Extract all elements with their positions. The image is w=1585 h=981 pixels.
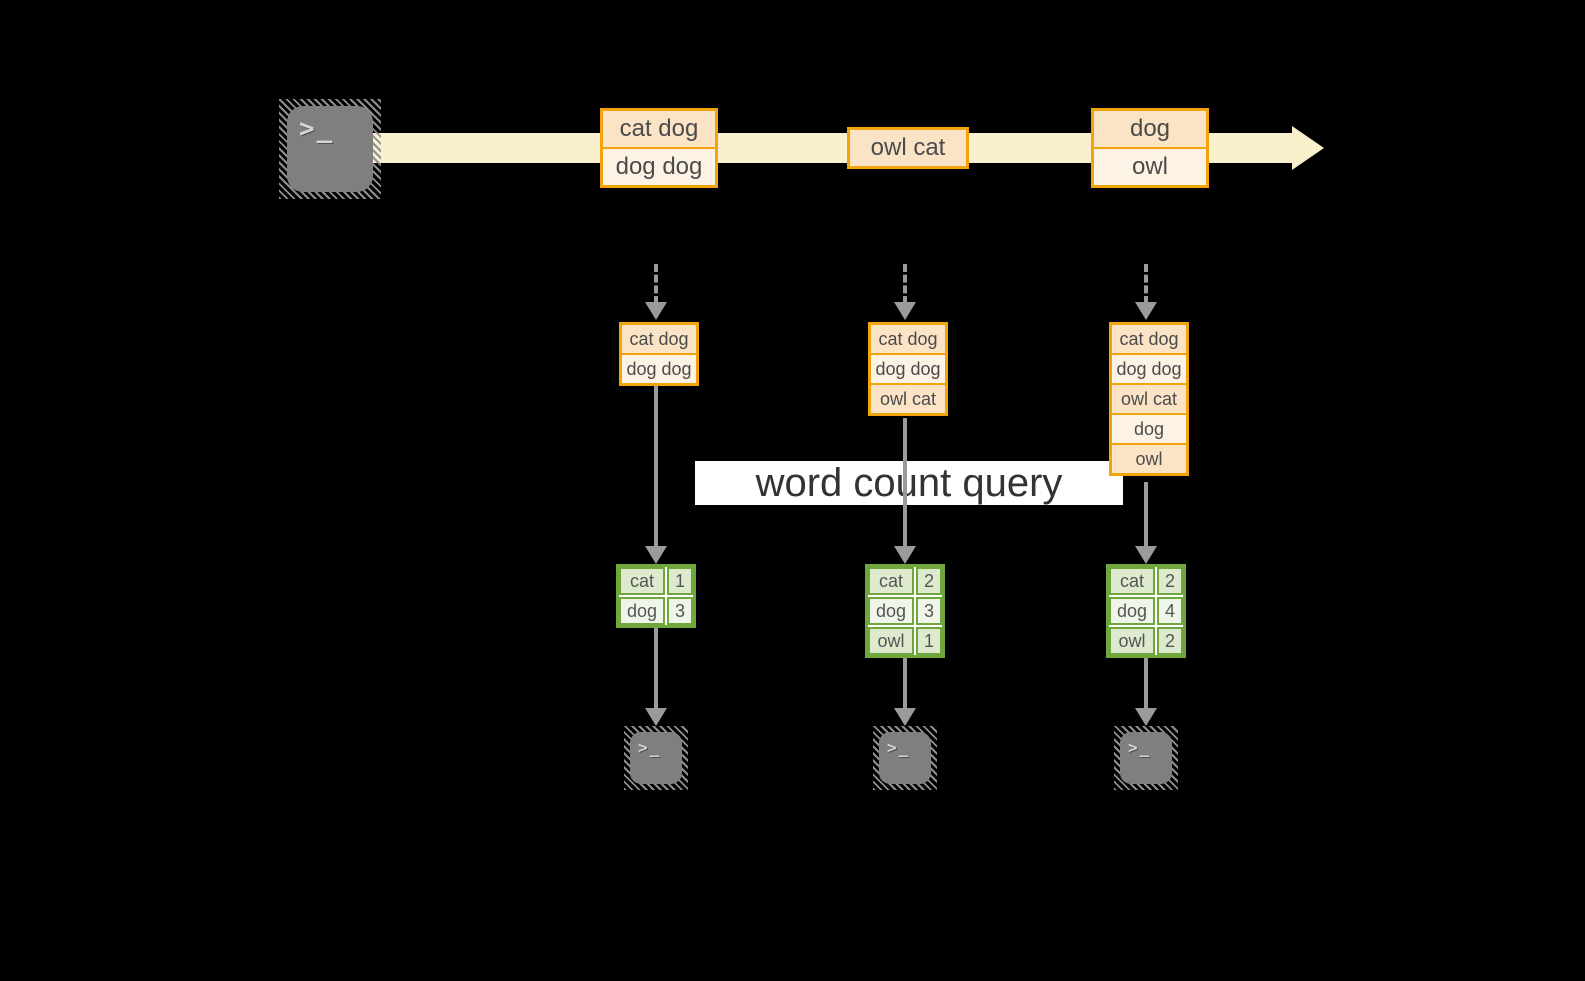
result-word: owl — [868, 627, 914, 655]
output-arrow-2 — [903, 658, 907, 708]
stream-event-2: owl cat — [847, 127, 969, 169]
trigger-arrow-1 — [654, 264, 658, 304]
result-word: dog — [619, 597, 665, 625]
terminal-prompt-icon: >_ — [638, 738, 662, 757]
output-arrow-1 — [654, 628, 658, 708]
stream-event-row: cat dog — [603, 111, 715, 147]
terminal-screen: >_ — [1120, 732, 1172, 784]
sink-terminal-1-icon: >_ — [624, 726, 688, 790]
output-arrowhead-3-icon — [1135, 708, 1157, 726]
terminal-screen: >_ — [630, 732, 682, 784]
result-word: cat — [619, 567, 665, 595]
output-arrow-3 — [1144, 658, 1148, 708]
sink-terminal-3-icon: >_ — [1114, 726, 1178, 790]
stream-event-3: dog owl — [1091, 108, 1209, 188]
stream-event-row: owl — [1094, 147, 1206, 185]
result-word: dog — [1109, 597, 1155, 625]
result-count: 1 — [916, 627, 942, 655]
result-word: dog — [868, 597, 914, 625]
query-label-bar: word count query — [695, 461, 1123, 505]
input-row: dog dog — [622, 353, 696, 383]
input-row: dog — [1112, 413, 1186, 443]
input-row: cat dog — [871, 325, 945, 353]
input-row: owl — [1112, 443, 1186, 473]
input-row: dog dog — [1112, 353, 1186, 383]
stream-timeline-arrowhead-icon — [1292, 126, 1324, 170]
terminal-prompt-icon: >_ — [1128, 738, 1152, 757]
result-word: cat — [868, 567, 914, 595]
result-table-2: cat 2 dog 3 owl 1 — [865, 564, 945, 658]
input-row: cat dog — [622, 325, 696, 353]
stream-event-row: dog — [1094, 111, 1206, 147]
result-word: cat — [1109, 567, 1155, 595]
stream-event-row: owl cat — [850, 130, 966, 166]
terminal-prompt-icon: >_ — [299, 114, 335, 144]
result-count: 2 — [916, 567, 942, 595]
input-row: owl cat — [871, 383, 945, 413]
input-row: owl cat — [1112, 383, 1186, 413]
result-count: 2 — [1157, 627, 1183, 655]
source-terminal-icon: >_ — [279, 99, 381, 199]
input-table-2: cat dog dog dog owl cat — [868, 322, 948, 416]
output-arrowhead-1-icon — [645, 708, 667, 726]
output-arrowhead-2-icon — [894, 708, 916, 726]
result-table-3: cat 2 dog 4 owl 2 — [1106, 564, 1186, 658]
input-row: dog dog — [871, 353, 945, 383]
query-arrow-2 — [903, 418, 907, 546]
result-count: 2 — [1157, 567, 1183, 595]
input-row: cat dog — [1112, 325, 1186, 353]
trigger-arrowhead-3-icon — [1135, 302, 1157, 320]
result-count: 4 — [1157, 597, 1183, 625]
trigger-arrowhead-1-icon — [645, 302, 667, 320]
query-arrow-3 — [1144, 482, 1148, 546]
terminal-screen: >_ — [287, 106, 373, 192]
trigger-arrow-3 — [1144, 264, 1148, 304]
query-arrow-1 — [654, 386, 658, 546]
result-word: owl — [1109, 627, 1155, 655]
input-table-3: cat dog dog dog owl cat dog owl — [1109, 322, 1189, 476]
input-table-1: cat dog dog dog — [619, 322, 699, 386]
terminal-prompt-icon: >_ — [887, 738, 911, 757]
query-label: word count query — [755, 460, 1063, 505]
result-table-1: cat 1 dog 3 — [616, 564, 696, 628]
trigger-arrow-2 — [903, 264, 907, 304]
result-count: 3 — [916, 597, 942, 625]
query-arrowhead-3-icon — [1135, 546, 1157, 564]
query-arrowhead-1-icon — [645, 546, 667, 564]
terminal-screen: >_ — [879, 732, 931, 784]
stream-event-row: dog dog — [603, 147, 715, 185]
sink-terminal-2-icon: >_ — [873, 726, 937, 790]
result-count: 3 — [667, 597, 693, 625]
stream-event-1: cat dog dog dog — [600, 108, 718, 188]
result-count: 1 — [667, 567, 693, 595]
query-arrowhead-2-icon — [894, 546, 916, 564]
trigger-arrowhead-2-icon — [894, 302, 916, 320]
